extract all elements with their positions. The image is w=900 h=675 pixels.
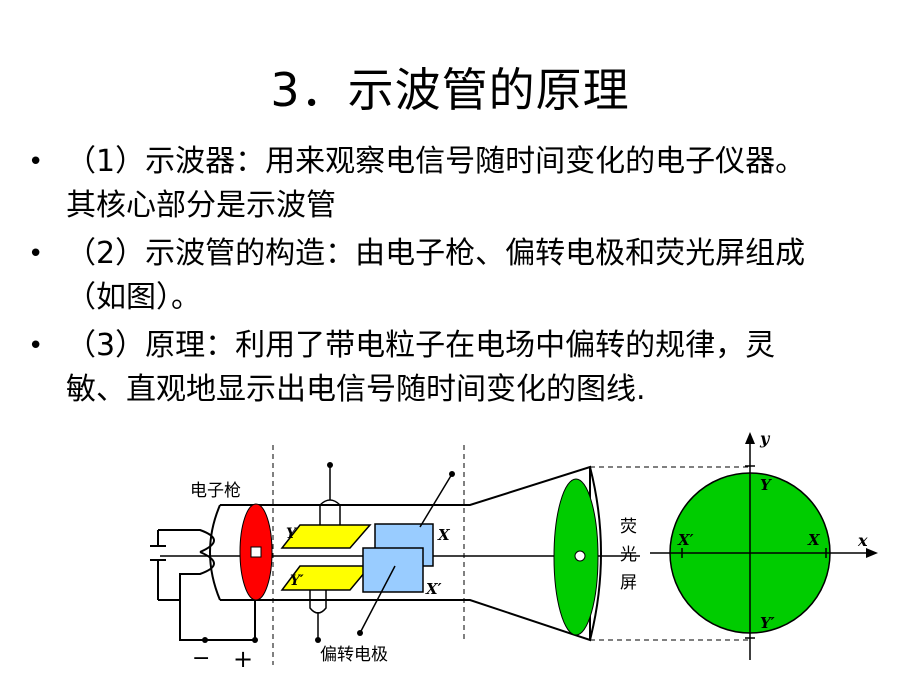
electron-gun-label: 电子枪 (190, 481, 241, 501)
screen-label-2: 光 (620, 545, 637, 565)
bullet-item: • （3）原理：利用了带电粒子在电场中偏转的规律，灵敏、直观地显示出电信号随时间… (28, 324, 808, 412)
x-plate-back (374, 523, 434, 567)
plus-terminal (252, 637, 258, 643)
tube-outline (209, 465, 602, 642)
beam-spot (574, 550, 586, 562)
bullet-marker: • (28, 147, 44, 177)
cathode-disc (239, 503, 273, 601)
bullet-text-oscilloscope: （1）示波器：用来观察电信号随时间变化的电子仪器。其核心部分是示波管 (66, 144, 806, 223)
axis-x-label: x (857, 531, 868, 550)
bullet-marker: • (28, 331, 44, 361)
bullet-item: • （1）示波器：用来观察电信号随时间变化的电子仪器。其核心部分是示波管 (28, 140, 808, 228)
bullet-text-principle: （3）原理：利用了带电粒子在电场中偏转的规律，灵敏、直观地显示出电信号随时间变化… (66, 328, 776, 407)
axis-y-label: y (759, 429, 771, 448)
slide-title: 3．示波管的原理 (270, 63, 630, 117)
bullet-list: • （1）示波器：用来观察电信号随时间变化的电子仪器。其核心部分是示波管 • （… (28, 140, 808, 416)
y-prime-lead-terminal (315, 637, 321, 643)
bullet-marker: • (28, 239, 44, 269)
plus-label: + (233, 645, 253, 673)
bullet-text-structure: （2）示波管的构造：由电子枪、偏转电极和荧光屏组成（如图）。 (66, 236, 806, 315)
dashed-guides (272, 445, 750, 665)
cathode-aperture (250, 546, 262, 558)
screen-front-view (669, 472, 831, 634)
diagram-background (140, 445, 900, 675)
plate-x-label: X (437, 526, 451, 544)
plate-x-prime-label: X′ (425, 580, 442, 598)
deflection-electrode-label: 偏转电极 (320, 645, 388, 665)
screen-x-prime-label: X′ (677, 531, 694, 549)
y-plate-leads (309, 465, 341, 640)
screen-x-label: X (807, 531, 821, 549)
screen-label-1: 荧 (620, 517, 637, 537)
y-plate-bottom (280, 565, 372, 591)
y-plate-top (280, 524, 372, 549)
x-lead-terminal (449, 471, 455, 477)
plate-y-label: Y (286, 526, 298, 542)
screen-axes (650, 440, 870, 660)
screen-side-view (553, 478, 599, 636)
x-plate-leads (359, 473, 453, 634)
gun-circuit (150, 529, 256, 641)
plate-y-prime-label: Y′ (290, 573, 304, 589)
y-axis-arrow (745, 432, 755, 444)
y-lead-terminal (327, 462, 333, 468)
screen-y-prime-label: Y′ (760, 614, 775, 632)
x-prime-lead-terminal (357, 630, 363, 636)
x-plate-front (362, 547, 424, 593)
minus-label: − (192, 646, 210, 671)
screen-y-label: Y (760, 476, 772, 494)
minus-terminal (202, 637, 208, 643)
bullet-item: • （2）示波管的构造：由电子枪、偏转电极和荧光屏组成（如图）。 (28, 232, 808, 320)
x-axis-arrow (866, 548, 878, 558)
screen-label-3: 屏 (620, 573, 637, 593)
